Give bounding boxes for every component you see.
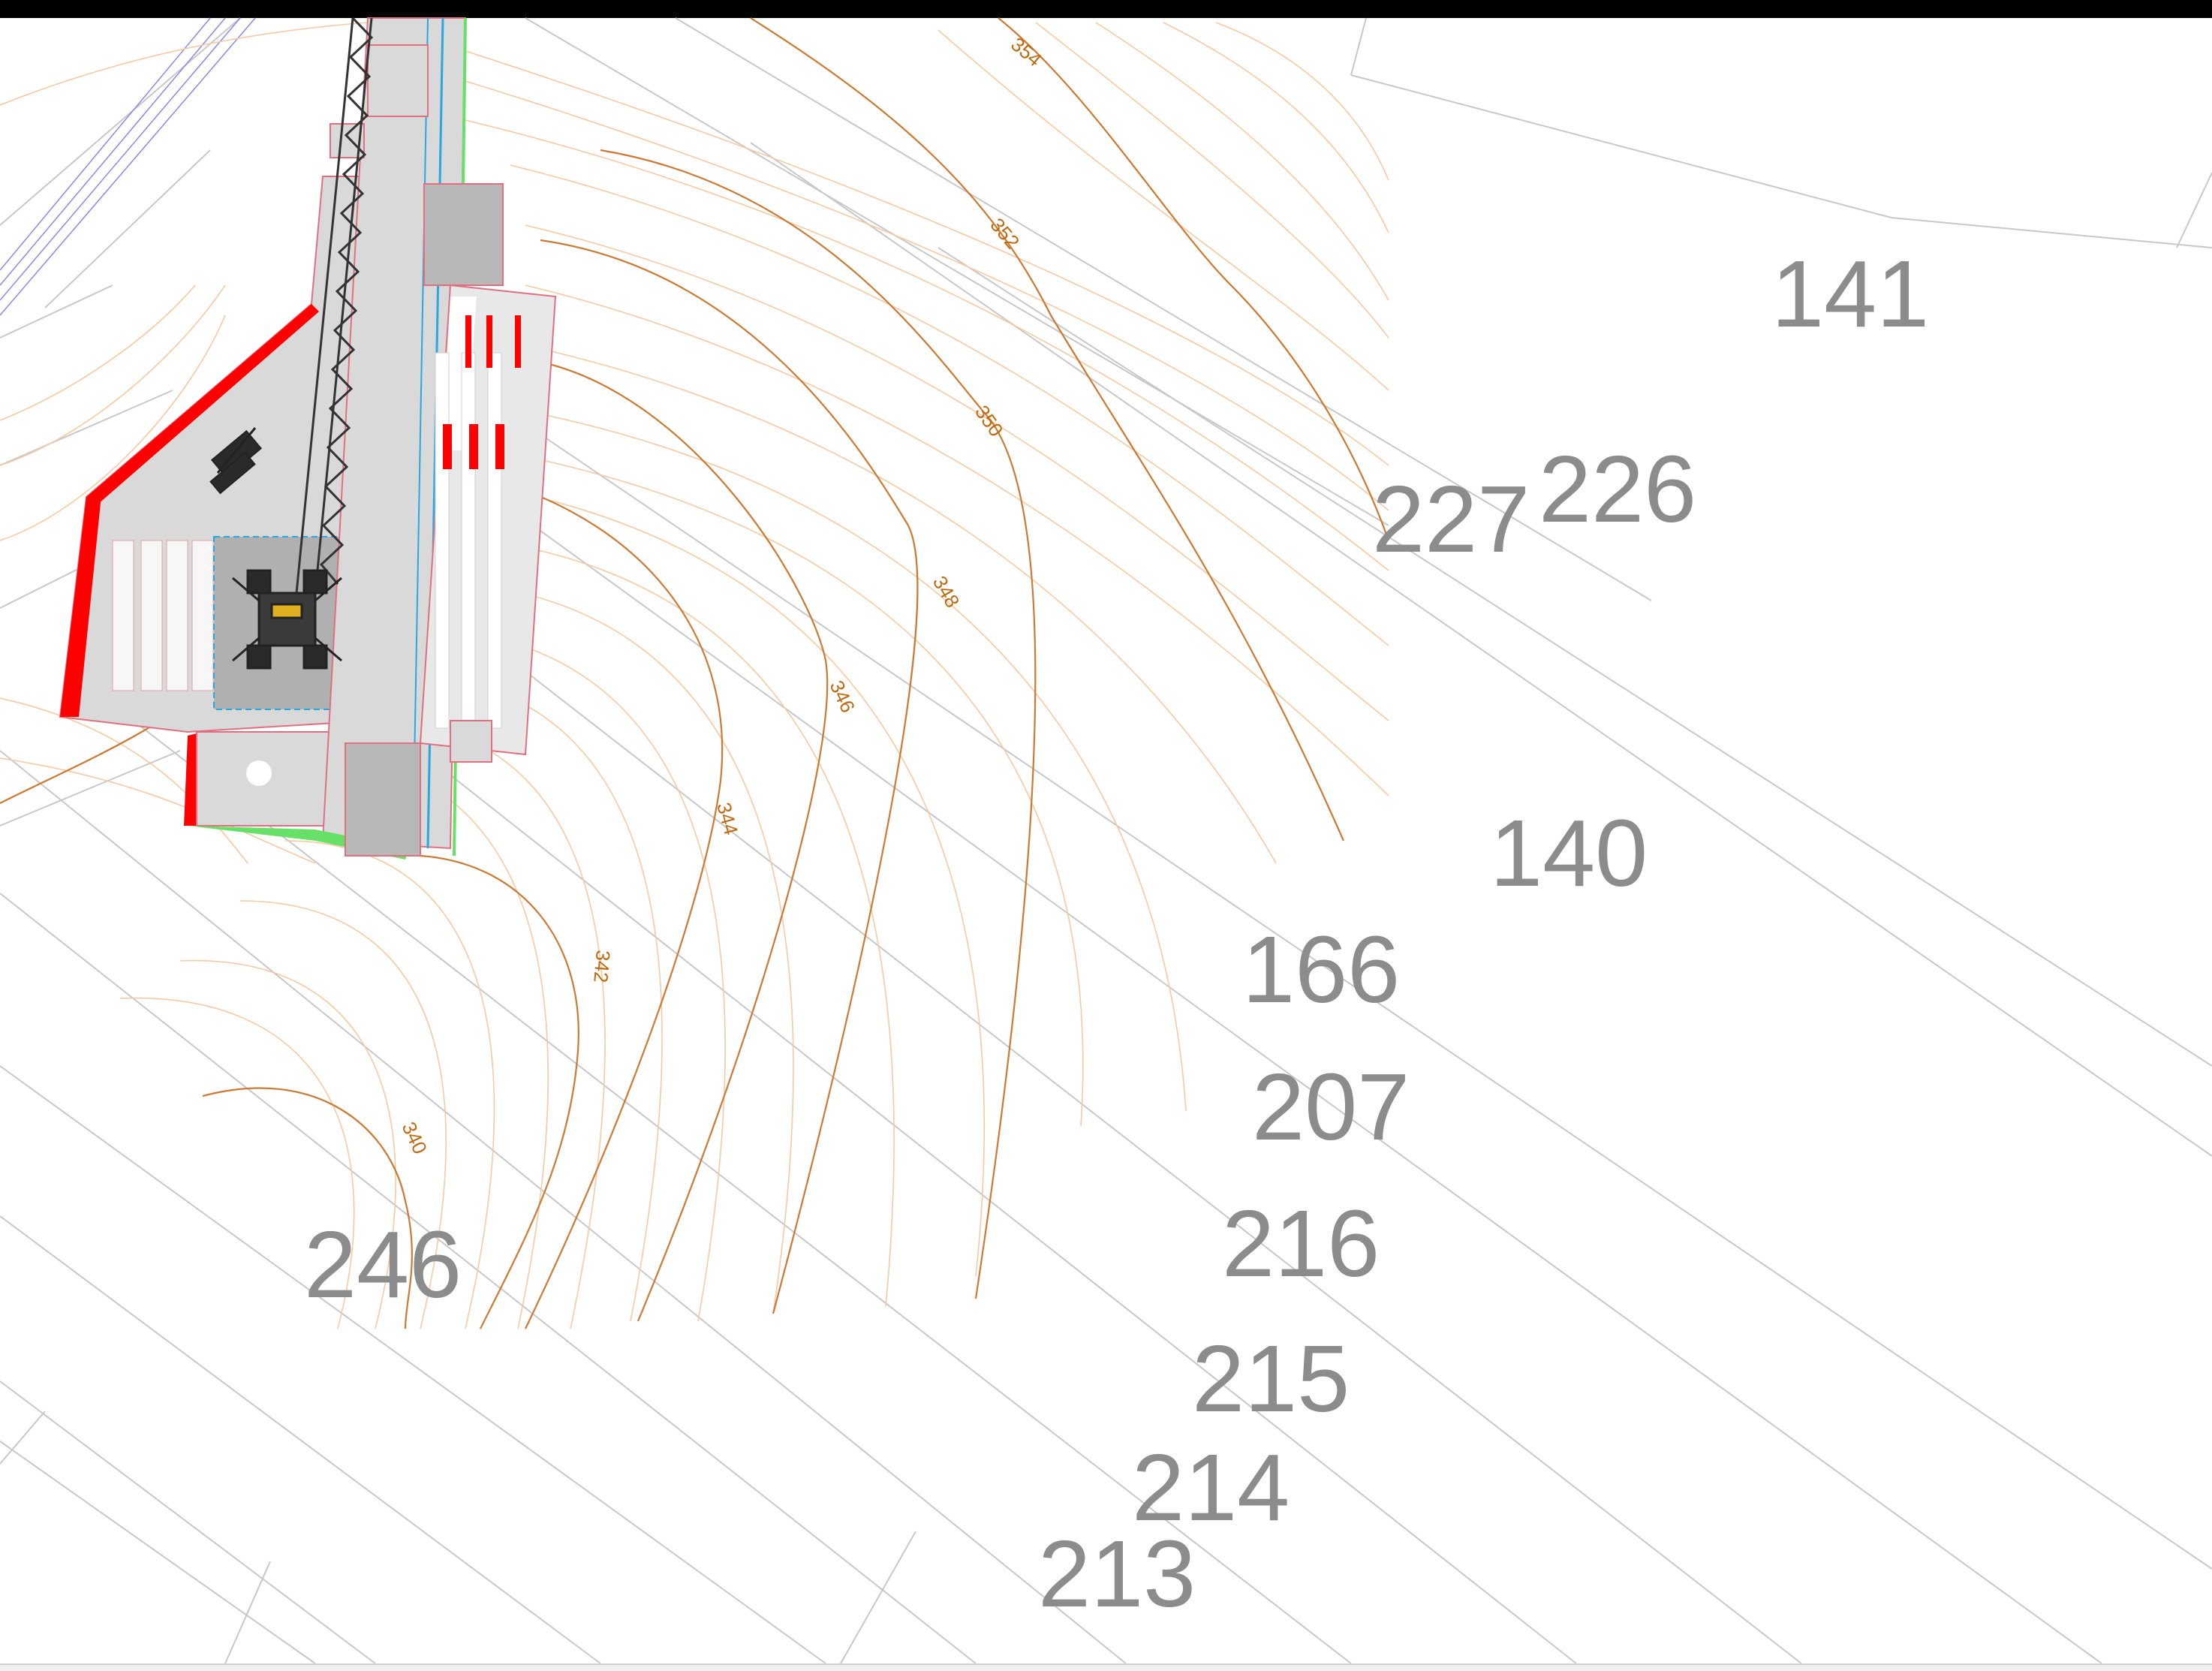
major-contours — [0, 17, 1390, 1329]
contour-label: 352 — [986, 214, 1024, 254]
parcel-label: 215 — [1192, 1326, 1350, 1432]
contour-label: 348 — [928, 572, 965, 612]
parcel-label: 246 — [304, 1212, 462, 1317]
parcel-label: 166 — [1242, 917, 1400, 1022]
parcel-label: 207 — [1252, 1054, 1410, 1160]
crane-hardstand[interactable] — [59, 17, 557, 860]
crawler-crane-icon — [232, 569, 342, 670]
bottom-border — [0, 1663, 2212, 1671]
parcel-boundaries — [0, 17, 2212, 1664]
parcel-label: 213 — [1038, 1521, 1196, 1627]
contour-label: 350 — [971, 401, 1007, 441]
parcel-label: 227 — [1372, 466, 1530, 572]
parcel-label: 141 — [1771, 241, 1929, 347]
contour-label: 340 — [398, 1119, 432, 1158]
contour-label: 346 — [826, 677, 860, 716]
contour-label: 354 — [1007, 33, 1046, 71]
parcel-label: 214 — [1132, 1435, 1290, 1540]
power-lines — [0, 17, 256, 316]
parcel-label: 140 — [1490, 800, 1648, 906]
tower-section-icon — [295, 17, 374, 594]
minor-contours — [0, 17, 1389, 1329]
top-black-bar — [0, 0, 2212, 18]
parcel-labels: 141 227 226 140 166 207 216 215 214 213 … — [304, 241, 1929, 1627]
contour-label: 342 — [589, 949, 615, 983]
excavator-icon — [209, 427, 263, 495]
parcel-label: 216 — [1222, 1191, 1380, 1296]
parcel-label: 226 — [1539, 436, 1696, 542]
contour-label: 344 — [712, 800, 742, 838]
